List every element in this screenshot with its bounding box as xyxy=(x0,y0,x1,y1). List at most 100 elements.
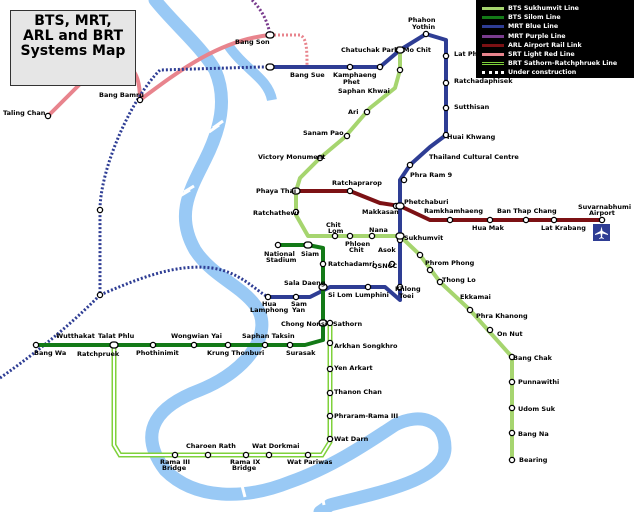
station-marker xyxy=(388,260,396,268)
label-ban-thap-chang: Ban Thap Chang xyxy=(497,207,557,215)
label-krung-thonburi: Krung Thonburi xyxy=(207,349,264,357)
label-saphan-khwai: Saphan Khwai xyxy=(338,87,390,95)
map-title-line-3: Systems Map xyxy=(20,43,126,59)
station-marker xyxy=(326,389,334,397)
label-lat-phrao: Lat Phrao xyxy=(454,50,490,58)
station-marker xyxy=(171,451,179,459)
label-qsncc: QSNCC xyxy=(372,262,397,270)
label-phetchaburi: Phetchaburi xyxy=(404,198,449,206)
station-marker xyxy=(486,216,494,224)
label-lat-krabang: Lat Krabang xyxy=(541,224,586,232)
label-sam-yan-1: Sam xyxy=(291,300,307,308)
legend-item: MRT Blue Line xyxy=(482,22,634,31)
station-marker xyxy=(286,341,294,349)
legend-label: SRT Light Red Line xyxy=(508,51,575,59)
label-phaya-thai: Phaya Thai xyxy=(256,187,296,195)
station-marker xyxy=(442,131,450,139)
station-marker xyxy=(331,232,339,240)
label-phra-ram-9: Phra Ram 9 xyxy=(410,171,453,179)
interchange-marker xyxy=(395,46,405,54)
bts-silom-line xyxy=(36,243,325,347)
label-sathorn: Sathorn xyxy=(333,320,362,328)
station-marker xyxy=(316,154,324,162)
label-rama-9-bridge-2: Bridge xyxy=(232,464,257,472)
label-yen-arkart: Yen Arkart xyxy=(333,364,373,372)
label-bang-sue: Bang Sue xyxy=(290,71,325,79)
interchange-marker xyxy=(303,241,313,249)
station-marker xyxy=(446,216,454,224)
station-marker xyxy=(508,378,516,386)
label-phloen-chit-1: Phloen xyxy=(345,240,370,248)
label-chong-nonsi: Chong Nonsi xyxy=(281,320,327,328)
legend-label: Under construction xyxy=(508,69,577,77)
legend-swatch xyxy=(482,62,504,66)
station-marker xyxy=(598,216,606,224)
label-asok: Asok xyxy=(378,246,396,254)
station-marker xyxy=(486,326,494,334)
station-marker xyxy=(442,104,450,112)
interchange-marker xyxy=(265,63,275,71)
arl-airport-rail-link xyxy=(296,189,602,222)
station-marker xyxy=(292,293,300,301)
map-title: BTS, MRT, ARL and BRT Systems Map xyxy=(10,10,136,86)
map-title-line-2: ARL and BRT xyxy=(22,28,124,44)
station-marker xyxy=(326,319,334,327)
station-marker xyxy=(422,30,430,38)
label-suvarnabhumi-1: Suvarnabhumi xyxy=(578,203,631,211)
label-wat-darn: Wat Darn xyxy=(334,435,369,443)
label-ekkamai: Ekkamai xyxy=(460,293,491,301)
legend-swatch xyxy=(482,25,504,29)
station-marker xyxy=(406,161,414,169)
station-marker xyxy=(400,176,408,184)
station-marker xyxy=(32,341,40,349)
station-marker xyxy=(508,456,516,464)
legend-item: MRT Purple Line xyxy=(482,32,634,41)
interchange-marker xyxy=(318,283,328,291)
label-hua-mak: Hua Mak xyxy=(472,224,505,232)
interchange-marker xyxy=(395,202,405,210)
blue-line-construction xyxy=(0,65,300,380)
label-phloen-chit-2: Chit xyxy=(349,246,364,254)
srt-light-red-construction xyxy=(270,33,309,68)
legend-swatch xyxy=(482,34,504,38)
station-marker xyxy=(368,232,376,240)
label-bang-son: Bang Son xyxy=(235,38,270,46)
interchange-marker xyxy=(109,341,119,349)
station-marker xyxy=(396,283,404,291)
label-ratchaprarop: Ratchaprarop xyxy=(332,179,382,187)
station-marker xyxy=(343,132,351,140)
legend-item: ARL Airport Rail Link xyxy=(482,41,634,50)
river-bridges xyxy=(179,119,326,506)
station-marker xyxy=(442,52,450,60)
label-ratchathewi: Ratchathewi xyxy=(253,209,299,217)
bts-sukhumvit-line xyxy=(294,50,514,460)
label-khlong-toei-1: Khlong xyxy=(395,285,421,293)
label-phraram-3: Phraram-Rama III xyxy=(334,412,398,420)
label-kamphaeng-phet-2: Phet xyxy=(343,78,360,86)
station-marker xyxy=(396,66,404,74)
station-marker xyxy=(224,341,232,349)
station-marker xyxy=(426,266,434,274)
label-national-stadium-2: Stadium xyxy=(266,256,297,264)
station-marker xyxy=(346,232,354,240)
station-marker xyxy=(96,206,104,214)
legend-label: BRT Sathorn-Ratchphruek Line xyxy=(508,60,618,68)
label-makkasan: Makkasan xyxy=(362,208,399,216)
river-branch-north xyxy=(223,42,277,102)
label-chit-lom-1: Chit xyxy=(326,221,341,229)
station-marker xyxy=(265,451,273,459)
station-marker xyxy=(466,306,474,314)
station-marker xyxy=(261,341,269,349)
station-marker xyxy=(508,404,516,412)
station-marker xyxy=(44,112,52,120)
legend-swatch xyxy=(482,71,504,75)
legend-swatch xyxy=(482,53,504,57)
label-sukhumvit: Sukhumvit xyxy=(404,234,443,242)
station-marker xyxy=(508,353,516,361)
legend-label: BTS Sukhumvit Line xyxy=(508,5,579,13)
label-talat-phlu: Talat Phlu xyxy=(98,332,135,340)
label-rama-3-bridge-1: Rama III xyxy=(160,458,190,466)
station-marker xyxy=(550,216,558,224)
legend-item: BTS Sukhumvit Line xyxy=(482,4,634,13)
